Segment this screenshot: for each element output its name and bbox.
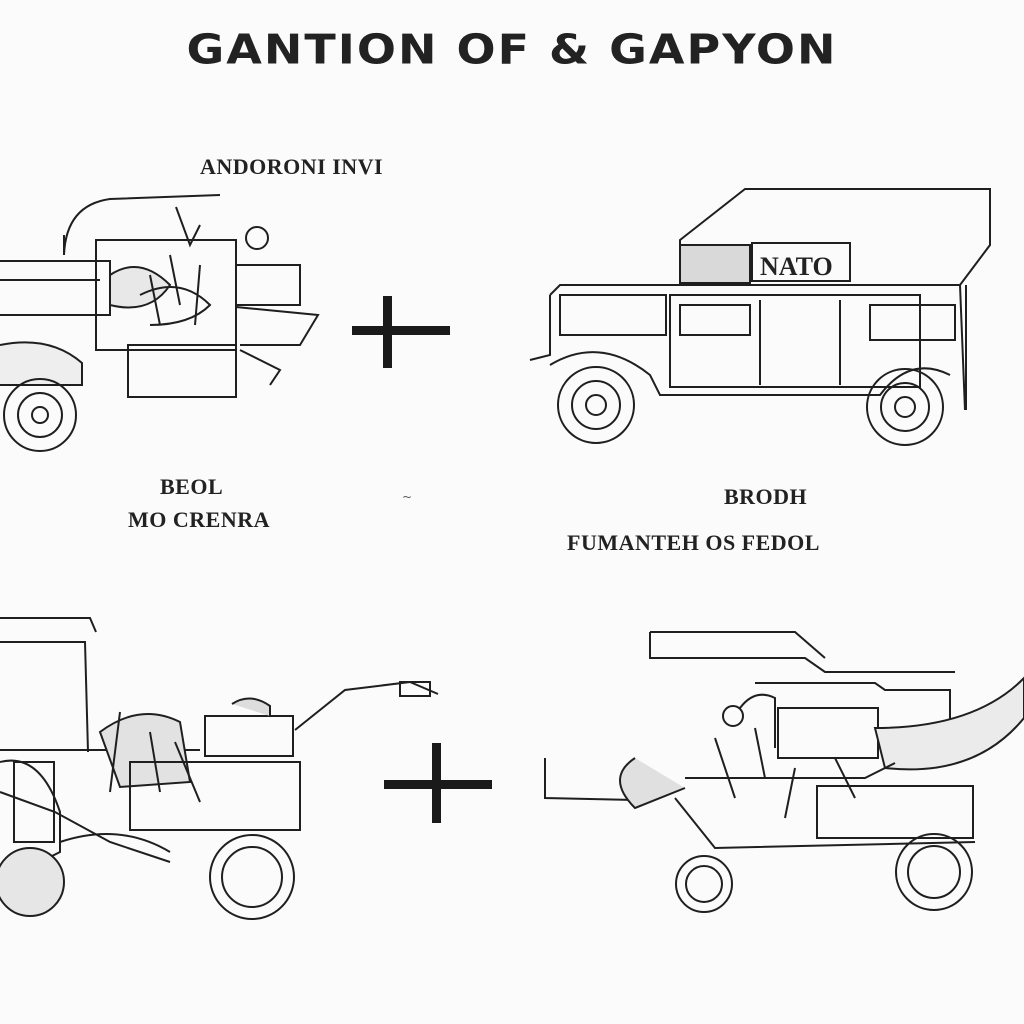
- plus-icon-bottom: .plus[data-name="plus-icon-bottom"]::bef…: [384, 743, 492, 823]
- bottom-left-label-line1: BEOL: [160, 474, 224, 499]
- loader-vehicle-icon: [0, 185, 330, 455]
- truck-panel-text: NATO: [760, 252, 833, 281]
- tractor-icon: [0, 612, 445, 922]
- bottom-right-label-line1: BRODH: [724, 484, 808, 509]
- page-title: GANTION OF & GAPYON: [186, 24, 838, 74]
- top-left-header: ANDORONI INVI: [200, 154, 384, 179]
- bottom-right-label-line2: FUMANTEH OS FEDOL: [567, 530, 820, 555]
- bottom-left-label-line2: MO CRENRA: [128, 507, 270, 532]
- utility-truck-icon: NATO: [520, 185, 1000, 455]
- center-speck: ~: [402, 490, 413, 504]
- harvester-icon: [535, 628, 1024, 923]
- plus-icon-top: .plus[data-name="plus-icon-top"]::before…: [352, 296, 450, 368]
